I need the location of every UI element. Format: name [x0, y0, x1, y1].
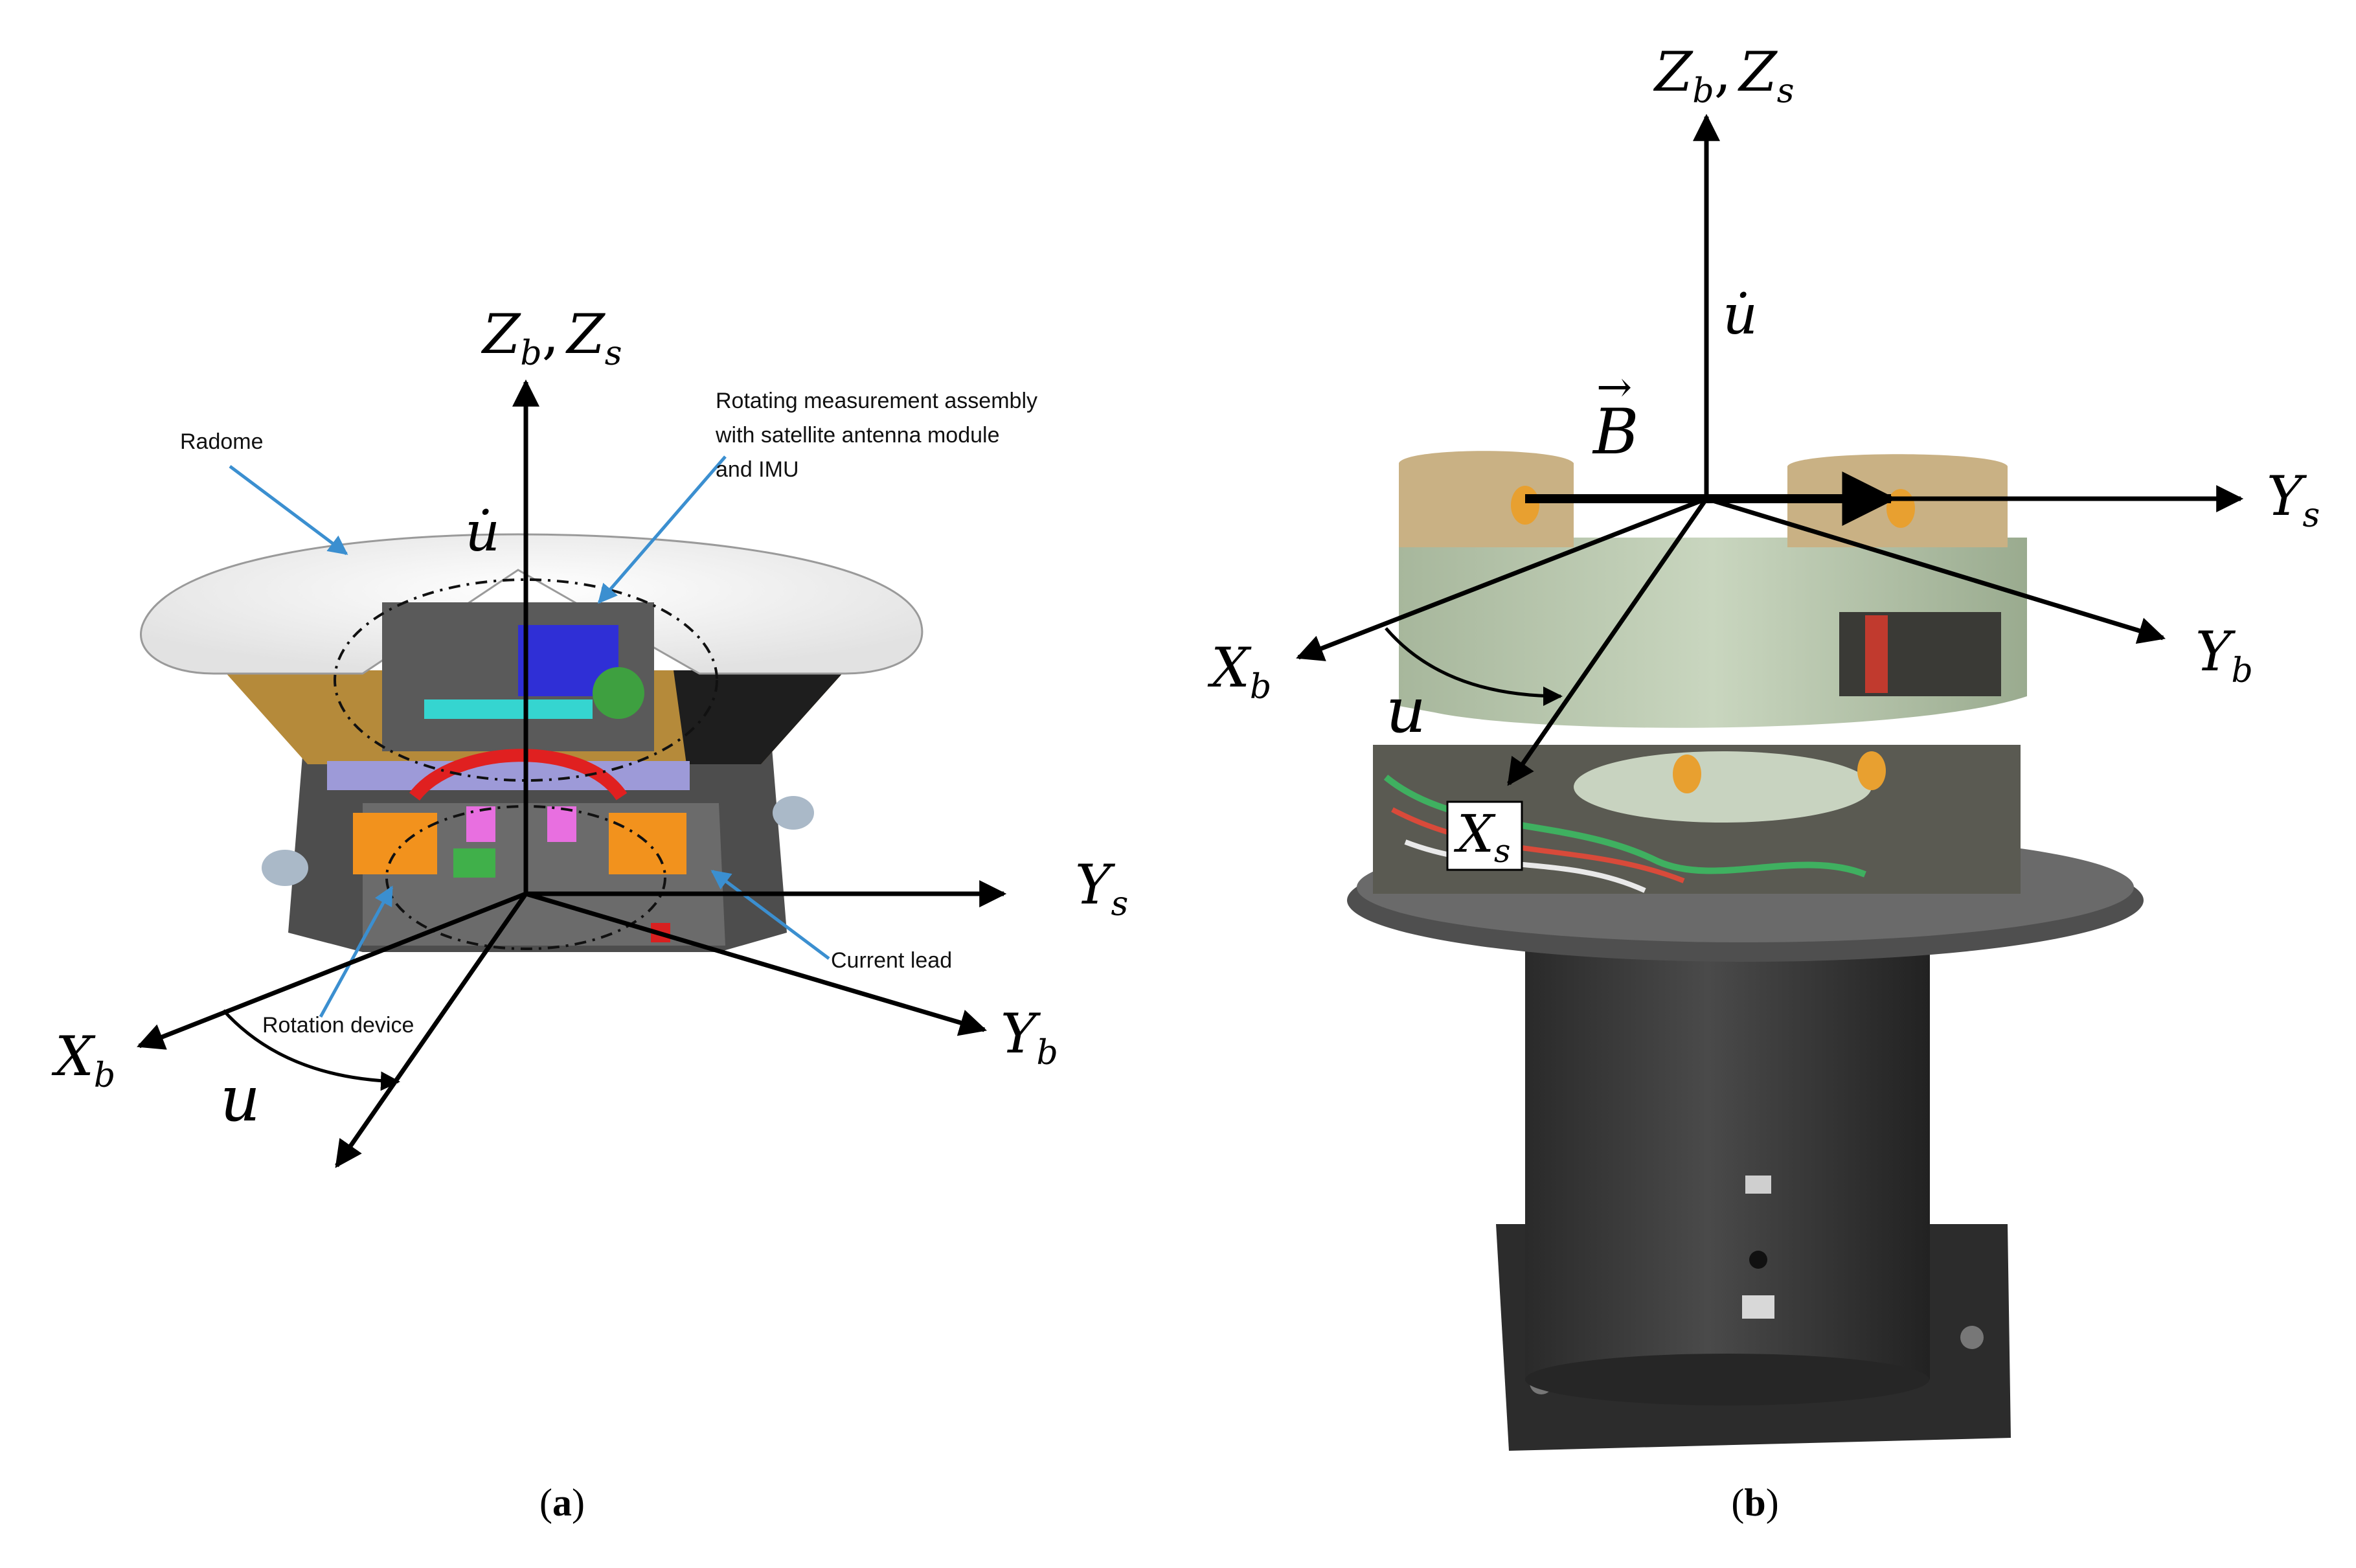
label-rate-b: u̇: [1723, 283, 1758, 347]
lower-bearing-ring: [1574, 751, 1872, 823]
assembly-dashed-outline: [334, 578, 718, 782]
current-lead-callout-arrow: [710, 870, 830, 960]
label-baseline-b: → B: [1592, 362, 1639, 468]
imu-teal-strip: [424, 699, 593, 719]
axis-xs-a: [335, 892, 528, 1168]
wires-bundle-3: [1404, 839, 1646, 893]
axis-yb-a: [525, 891, 988, 1036]
label-yb-a: Yb: [1001, 1002, 1058, 1073]
label-xs-b: Xs: [1453, 804, 1510, 870]
lavender-plate: [327, 761, 690, 790]
angle-arc-a: [222, 1009, 400, 1091]
green-component: [453, 848, 495, 878]
panel-a: Zb,Zs u̇ Ys Yb Xb u Radome Rotating meas…: [51, 302, 1128, 1524]
left-mount-cylinder: [262, 850, 308, 886]
panel-a-axes: [137, 379, 1007, 1168]
label-z-a: Zb,Zs: [481, 302, 622, 373]
green-disc: [593, 667, 644, 719]
radome-shape: [140, 533, 923, 675]
label-ys-b: Ys: [2267, 464, 2320, 535]
callout-radome: Radome: [180, 429, 264, 454]
panel-b-axes: [1296, 113, 2244, 786]
wires-bundle-2: [1391, 807, 1685, 883]
drum-side-window: [1839, 612, 2001, 696]
svg-text:→: →: [1596, 362, 1632, 412]
radome-callout-arrow: [229, 465, 348, 555]
label-xb-b: Xb: [1207, 636, 1271, 707]
drum-ribbon-cable: [1865, 615, 1888, 693]
label-rate-a: u̇: [465, 500, 500, 563]
column-port: [1749, 1251, 1767, 1269]
callout-assembly-line-3: and IMU: [716, 457, 799, 482]
axis-xs-b: [1507, 497, 1708, 786]
base-bolt-right: [1960, 1326, 1984, 1349]
label-ys-a: Ys: [1075, 853, 1128, 924]
axis-yb-b: [1705, 496, 2166, 644]
orange-block-left: [353, 813, 437, 874]
label-angle-a: u: [220, 1063, 260, 1135]
caption-b: (b): [1731, 1481, 1778, 1524]
assembly-callout-arrow: [598, 455, 727, 604]
gnss-marker-left: [1511, 486, 1539, 525]
caption-a: (a): [539, 1481, 585, 1524]
column-cylinder: [1525, 926, 1930, 1380]
right-mount-cylinder: [773, 796, 814, 830]
marker-lower-left: [1673, 755, 1701, 793]
column-bottom-edge: [1525, 1354, 1929, 1405]
column-label-top: [1745, 1176, 1771, 1194]
orange-block-right: [609, 813, 686, 874]
label-xb-a: Xb: [51, 1025, 115, 1095]
pink-component-left: [466, 806, 495, 842]
marker-lower-right: [1857, 751, 1886, 790]
antenna-unit-cutaway-illustration: [140, 533, 923, 952]
axis-xb-b: [1296, 496, 1708, 661]
prototype-device-illustration: [1347, 451, 2144, 1451]
label-yb-b: Yb: [2195, 620, 2253, 690]
label-angle-b: u: [1386, 674, 1426, 747]
column-label-bottom: [1742, 1295, 1774, 1319]
axis-xb-a: [137, 891, 527, 1050]
callout-current-lead: Current lead: [831, 948, 952, 973]
rotation-device-callout-arrow: [319, 885, 394, 1018]
label-z-b: Zb,Zs: [1653, 40, 1795, 111]
svg-text:B: B: [1592, 396, 1639, 468]
pink-component-right: [547, 806, 576, 842]
angle-arc-b: [1385, 627, 1563, 706]
callout-assembly-line-2: with satellite antenna module: [715, 423, 1000, 448]
label-xs-b-box: [1446, 801, 1523, 871]
callout-assembly-line-1: Rotating measurement assembly: [716, 389, 1037, 413]
red-cable-loop: [409, 749, 628, 801]
callout-rotation-device: Rotation device: [262, 1013, 414, 1038]
panel-b: Zb,Zs u̇ → B Ys Yb Xb u Xs (b): [1207, 40, 2320, 1524]
cone-housing-shade: [674, 670, 845, 764]
